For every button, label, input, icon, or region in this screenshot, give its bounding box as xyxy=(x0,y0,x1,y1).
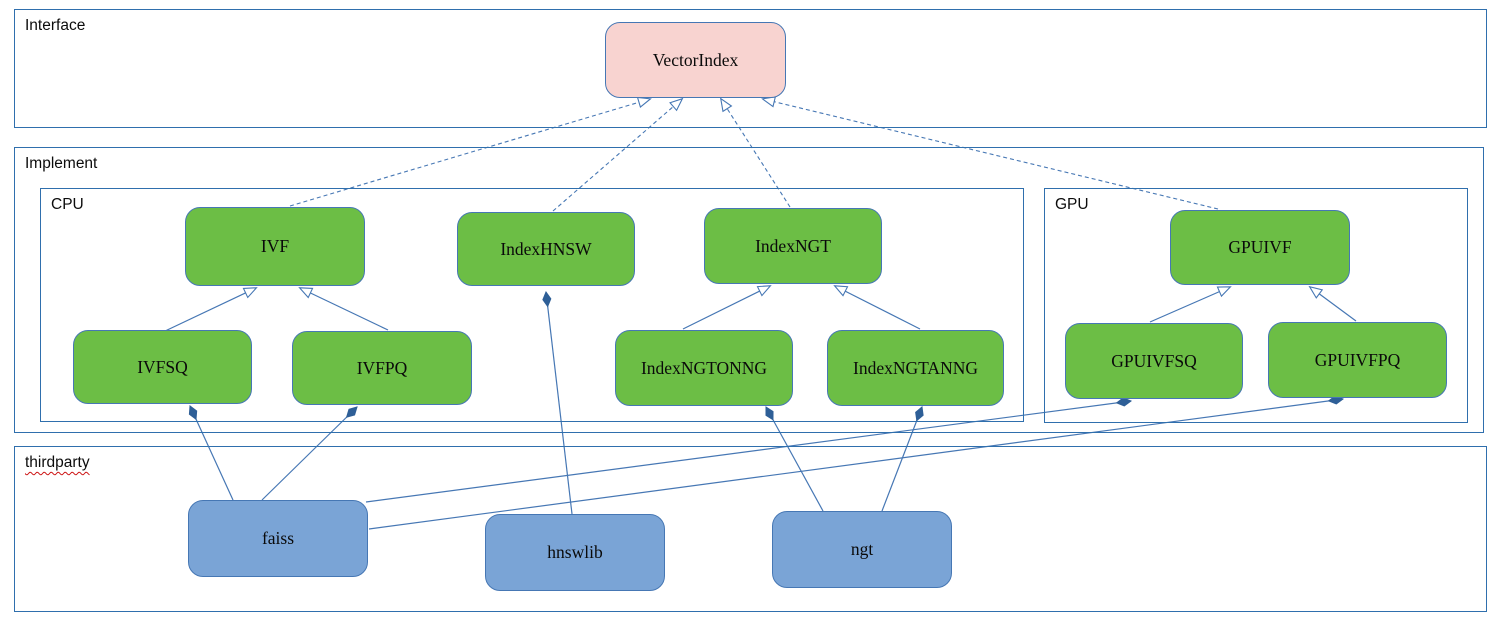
edge-gpuivf-vectorindex[interactable] xyxy=(761,96,1219,210)
node-indexngtanng[interactable]: IndexNGTANNG xyxy=(827,330,1004,406)
edge-gpuivfpq-gpuivf[interactable] xyxy=(1308,285,1357,322)
edge-gpuivfsq-gpuivf[interactable] xyxy=(1149,286,1232,323)
node-vectorindex-label: VectorIndex xyxy=(652,49,739,70)
edge-indexngtanng-indexngt[interactable] xyxy=(833,285,921,330)
section-interface-label: Interface xyxy=(25,17,86,34)
node-indexngtonng-label: IndexNGTONNG xyxy=(640,357,768,378)
edge-faiss-gpuivfpq[interactable] xyxy=(368,399,1343,530)
node-hnswlib[interactable]: hnswlib xyxy=(485,514,665,591)
node-indexngtonng[interactable]: IndexNGTONNG xyxy=(615,330,793,406)
node-gpuivfpq[interactable]: GPUIVFPQ xyxy=(1268,322,1447,398)
edge-ivfpq-ivf[interactable] xyxy=(298,287,389,331)
edge-indexhnsw-vectorindex[interactable] xyxy=(552,97,684,212)
node-ivfpq-label: IVFPQ xyxy=(356,357,408,378)
node-indexhnsw-label: IndexHNSW xyxy=(500,238,592,259)
section-thirdparty-label: thirdparty xyxy=(25,454,90,471)
node-indexngt-label: IndexNGT xyxy=(755,235,831,256)
section-implement[interactable]: Implement xyxy=(14,147,1484,433)
node-ngt-label: ngt xyxy=(850,539,874,559)
node-gpuivfpq-label: GPUIVFPQ xyxy=(1314,349,1401,370)
node-faiss-label: faiss xyxy=(261,528,295,548)
node-faiss[interactable]: faiss xyxy=(188,500,368,577)
node-ivfpq[interactable]: IVFPQ xyxy=(292,331,472,405)
node-ivf[interactable]: IVF xyxy=(185,207,365,286)
node-ivf-label: IVF xyxy=(260,236,290,256)
section-thirdparty[interactable]: thirdparty xyxy=(14,446,1487,612)
section-gpu-label: GPU xyxy=(1055,196,1089,213)
node-gpuivf-label: GPUIVF xyxy=(1228,237,1292,257)
node-ivfsq-label: IVFSQ xyxy=(137,356,188,377)
edge-ivfsq-ivf[interactable] xyxy=(162,287,258,333)
section-interface[interactable]: Interface xyxy=(14,9,1487,128)
node-vectorindex[interactable]: VectorIndex xyxy=(605,22,786,98)
edge-faiss-gpuivfsq[interactable] xyxy=(365,401,1131,503)
edge-indexngt-vectorindex[interactable] xyxy=(719,97,791,208)
node-indexngt[interactable]: IndexNGT xyxy=(704,208,882,284)
section-gpu[interactable]: GPU xyxy=(1044,188,1468,423)
edge-hnswlib-indexhnsw[interactable] xyxy=(546,292,573,515)
node-hnswlib-label: hnswlib xyxy=(547,542,603,562)
section-cpu[interactable]: CPU xyxy=(40,188,1024,422)
node-indexngtanng-label: IndexNGTANNG xyxy=(853,357,978,378)
edge-indexngtonng-indexngt[interactable] xyxy=(682,285,772,330)
node-ngt[interactable]: ngt xyxy=(772,511,952,588)
node-gpuivfsq-label: GPUIVFSQ xyxy=(1111,350,1197,371)
edge-faiss-ivfpq[interactable] xyxy=(261,407,357,501)
node-ivfsq[interactable]: IVFSQ xyxy=(73,330,252,404)
node-indexhnsw[interactable]: IndexHNSW xyxy=(457,212,635,286)
section-cpu-label: CPU xyxy=(51,196,84,213)
node-gpuivf[interactable]: GPUIVF xyxy=(1170,210,1350,285)
edge-ngt-indexngtonng[interactable] xyxy=(765,407,824,512)
node-gpuivfsq[interactable]: GPUIVFSQ xyxy=(1065,323,1243,399)
section-implement-label: Implement xyxy=(25,155,98,172)
edge-ngt-indexngtanng[interactable] xyxy=(881,407,922,512)
